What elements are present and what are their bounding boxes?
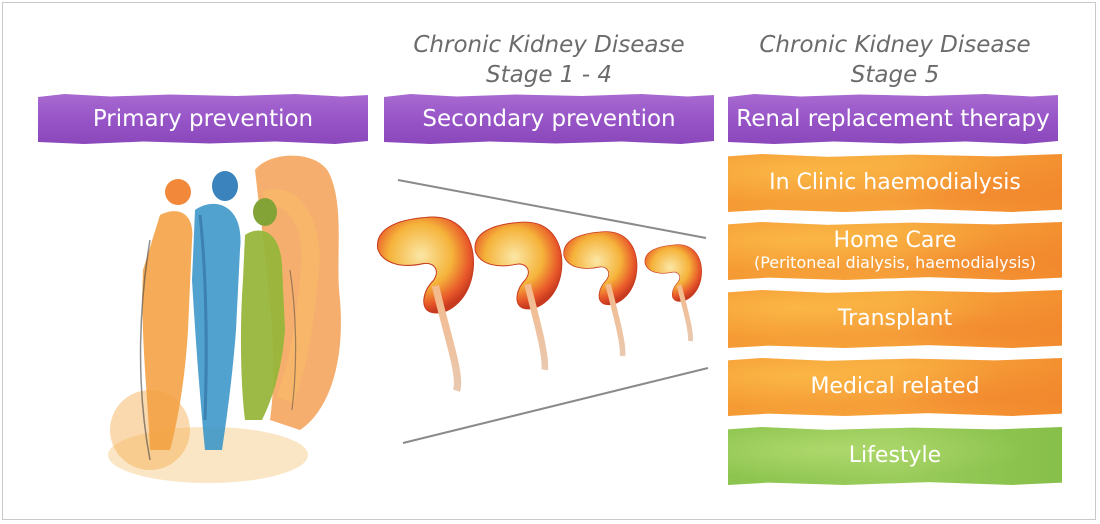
therapy-lifestyle: Lifestyle: [728, 427, 1062, 485]
stage-heading-ckd-5-line1: Chronic Kidney Disease: [759, 32, 1031, 58]
kidney-2: [474, 221, 563, 371]
stage-heading-ckd-5: Chronic Kidney Disease Stage 5: [730, 30, 1060, 90]
therapy-home-care: Home Care (Peritoneal dialysis, haemodia…: [728, 222, 1062, 280]
banner-primary-prevention-label: Primary prevention: [92, 106, 314, 132]
banner-secondary-prevention: Secondary prevention: [384, 94, 714, 144]
kidney-1: [377, 216, 474, 392]
banner-secondary-prevention-label: Secondary prevention: [422, 106, 676, 132]
stage-heading-ckd-1-4-line2: Stage 1 - 4: [486, 62, 612, 88]
banner-renal-replacement-therapy-label: Renal replacement therapy: [736, 106, 1050, 132]
perspective-line-bottom: [402, 367, 709, 444]
therapy-medical-related: Medical related: [728, 358, 1062, 416]
therapy-lifestyle-label: Lifestyle: [848, 443, 942, 468]
stage-heading-ckd-5-line2: Stage 5: [850, 62, 940, 88]
therapy-in-clinic-haemodialysis: In Clinic haemodialysis: [728, 154, 1062, 212]
banner-renal-replacement-therapy: Renal replacement therapy: [728, 94, 1058, 144]
therapy-home-care-label: Home Care: [833, 228, 957, 253]
perspective-line-top: [397, 179, 707, 239]
therapy-transplant: Transplant: [728, 290, 1062, 348]
stage-heading-ckd-1-4: Chronic Kidney Disease Stage 1 - 4: [384, 30, 714, 90]
stage-heading-ckd-1-4-line1: Chronic Kidney Disease: [413, 32, 685, 58]
kidney-4: [644, 244, 702, 342]
banner-primary-prevention: Primary prevention: [38, 94, 368, 144]
therapy-in-clinic-haemodialysis-label: In Clinic haemodialysis: [769, 170, 1021, 195]
therapy-home-care-sublabel: (Peritoneal dialysis, haemodialysis): [753, 253, 1037, 272]
kidney-3: [563, 231, 638, 357]
people-illustration: [108, 155, 341, 483]
therapy-transplant-label: Transplant: [837, 306, 953, 331]
therapy-medical-related-label: Medical related: [810, 374, 980, 399]
